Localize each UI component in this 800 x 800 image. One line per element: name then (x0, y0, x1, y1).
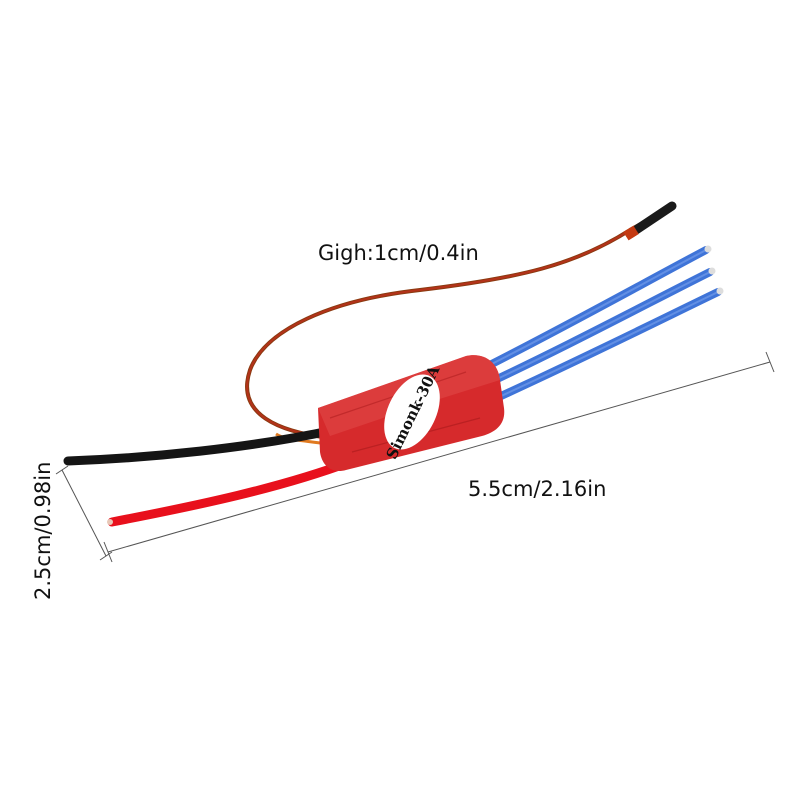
height-dimension-label: Gigh:1cm/0.4in (318, 241, 479, 265)
positive-power-wire (107, 457, 355, 527)
signal-connector (623, 225, 639, 241)
width-dimension-label: 2.5cm/0.98in (31, 462, 55, 600)
length-dimension-label: 5.5cm/2.16in (468, 477, 606, 501)
length-dimension-line (103, 351, 775, 563)
negative-power-wire (63, 425, 339, 466)
width-dimension-line (55, 465, 113, 561)
motor-wires (466, 245, 724, 406)
